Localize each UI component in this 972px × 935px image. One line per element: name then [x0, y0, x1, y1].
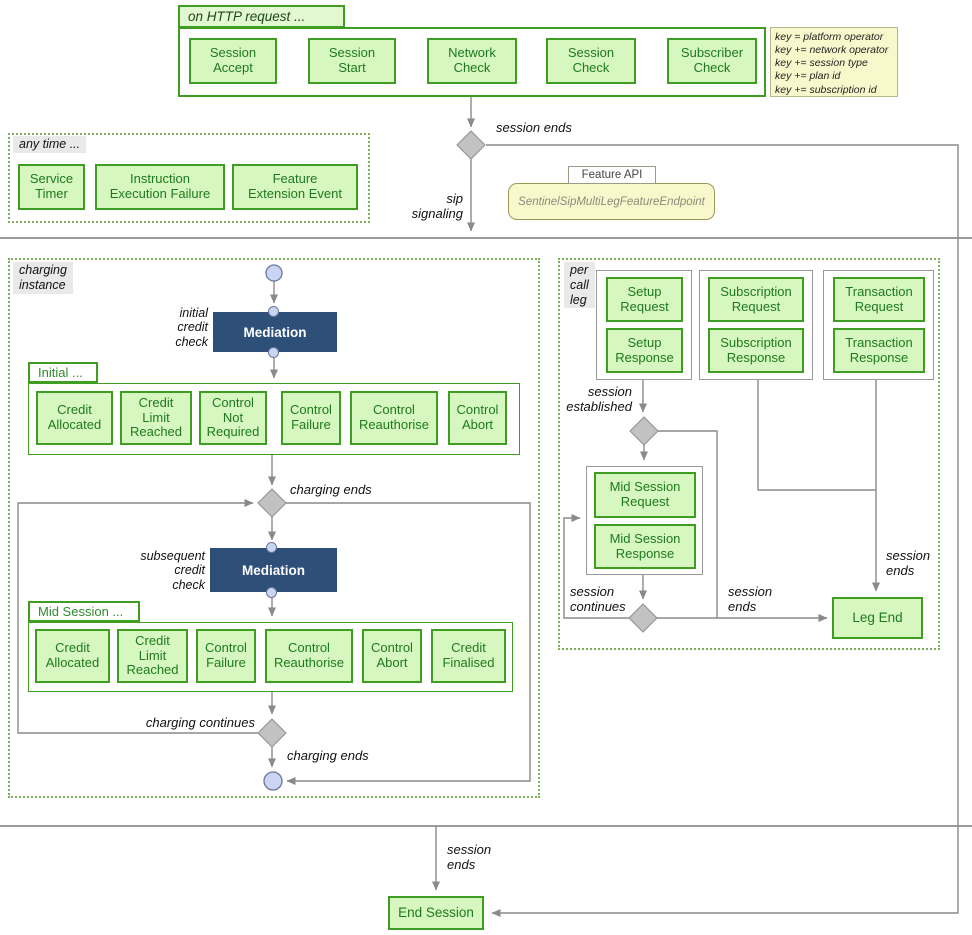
node-mid-session-response: Mid Session Response	[594, 524, 696, 569]
node-transaction-response: Transaction Response	[833, 328, 925, 373]
node-session-check: Session Check	[546, 38, 636, 84]
http-request-label: on HTTP request ...	[178, 5, 345, 28]
end-circle	[263, 771, 283, 791]
node-initial-control-reauthorise: Control Reauthorise	[350, 391, 438, 445]
node-mid-control-reauthorise: Control Reauthorise	[265, 629, 353, 683]
node-subscription-response: Subscription Response	[708, 328, 804, 373]
node-mid-credit-limit-reached: Credit Limit Reached	[117, 629, 188, 683]
sip-signaling-label: sip signaling	[411, 191, 463, 221]
node-setup-response: Setup Response	[606, 328, 683, 373]
mediation1-out-port	[268, 347, 279, 358]
initial-credit-check-label: initial credit check	[175, 306, 208, 349]
node-mid-credit-finalised: Credit Finalised	[431, 629, 506, 683]
mid-session-group-label: Mid Session ...	[28, 601, 140, 622]
node-initial-control-not-required: Control Not Required	[199, 391, 267, 445]
mediation2-out-port	[266, 587, 277, 598]
node-initial-credit-allocated: Credit Allocated	[36, 391, 113, 445]
node-initial-credit-limit-reached: Credit Limit Reached	[120, 391, 192, 445]
per-call-leg-label: per call leg	[564, 262, 595, 309]
node-mid-control-failure: Control Failure	[196, 629, 256, 683]
charging-continues-label: charging continues	[145, 715, 255, 730]
charging-instance-label: charging instance	[13, 262, 73, 294]
node-end-session: End Session	[388, 896, 484, 930]
node-setup-request: Setup Request	[606, 277, 683, 322]
diamond-charging-ends	[257, 488, 287, 518]
feature-endpoint-box: SentinelSipMultiLegFeatureEndpoint	[508, 183, 715, 220]
feature-api-label: Feature API	[568, 166, 656, 184]
node-network-check: Network Check	[427, 38, 517, 84]
node-initial-control-abort: Control Abort	[448, 391, 507, 445]
edge-chargingends-circle	[286, 502, 531, 785]
edge-diamond4-right	[658, 430, 718, 618]
session-ends-right-label: session ends	[886, 548, 931, 578]
node-service-timer: Service Timer	[18, 164, 85, 210]
node-mid-credit-allocated: Credit Allocated	[35, 629, 110, 683]
any-time-container	[8, 133, 370, 223]
node-transaction-request: Transaction Request	[833, 277, 925, 322]
node-feature-extension-event: Feature Extension Event	[232, 164, 358, 210]
diamond-charging-continues	[257, 718, 287, 748]
diamond-session-established	[629, 416, 659, 446]
subsequent-credit-check-label: subsequent credit check	[140, 549, 205, 592]
mediation1-in-port	[268, 306, 279, 317]
session-ends-mid-label: session ends	[728, 584, 773, 614]
node-mid-session-request: Mid Session Request	[594, 472, 696, 518]
node-subscriber-check: Subscriber Check	[667, 38, 757, 84]
node-mediation-initial: Mediation	[213, 312, 337, 352]
per-call-leg-container	[558, 258, 940, 650]
edge-subscription-join	[757, 380, 876, 491]
edge-session-ends-rail	[486, 144, 959, 917]
session-ends-footer-label: session ends	[447, 842, 492, 872]
mediation2-in-port	[266, 542, 277, 553]
node-leg-end: Leg End	[832, 597, 923, 639]
node-mid-control-abort: Control Abort	[362, 629, 422, 683]
initial-group-label: Initial ...	[28, 362, 98, 383]
node-initial-control-failure: Control Failure	[281, 391, 341, 445]
node-instruction-execution-failure: Instruction Execution Failure	[95, 164, 225, 210]
edge-loop-back-leg	[563, 514, 629, 619]
session-key-note: key = platform operator key += network o…	[770, 27, 898, 97]
session-established-label: session established	[566, 384, 632, 414]
diamond-session-continues	[628, 603, 658, 633]
edge-loop-back-charging	[17, 499, 258, 734]
node-mediation-subsequent: Mediation	[210, 548, 337, 592]
decision-diamond-icons	[257, 130, 659, 748]
node-session-accept: Session Accept	[189, 38, 277, 84]
charging-ends-bottom-label: charging ends	[287, 748, 369, 763]
session-ends-label: session ends	[496, 120, 572, 135]
node-session-start: Session Start	[308, 38, 396, 84]
start-circle	[265, 264, 283, 282]
charging-ends-top-label: charging ends	[290, 482, 372, 497]
charging-instance-container	[8, 258, 540, 798]
node-subscription-request: Subscription Request	[708, 277, 804, 322]
session-continues-label: session continues	[570, 584, 626, 614]
diamond-session-ends	[456, 130, 486, 160]
any-time-label: any time ...	[13, 136, 87, 153]
